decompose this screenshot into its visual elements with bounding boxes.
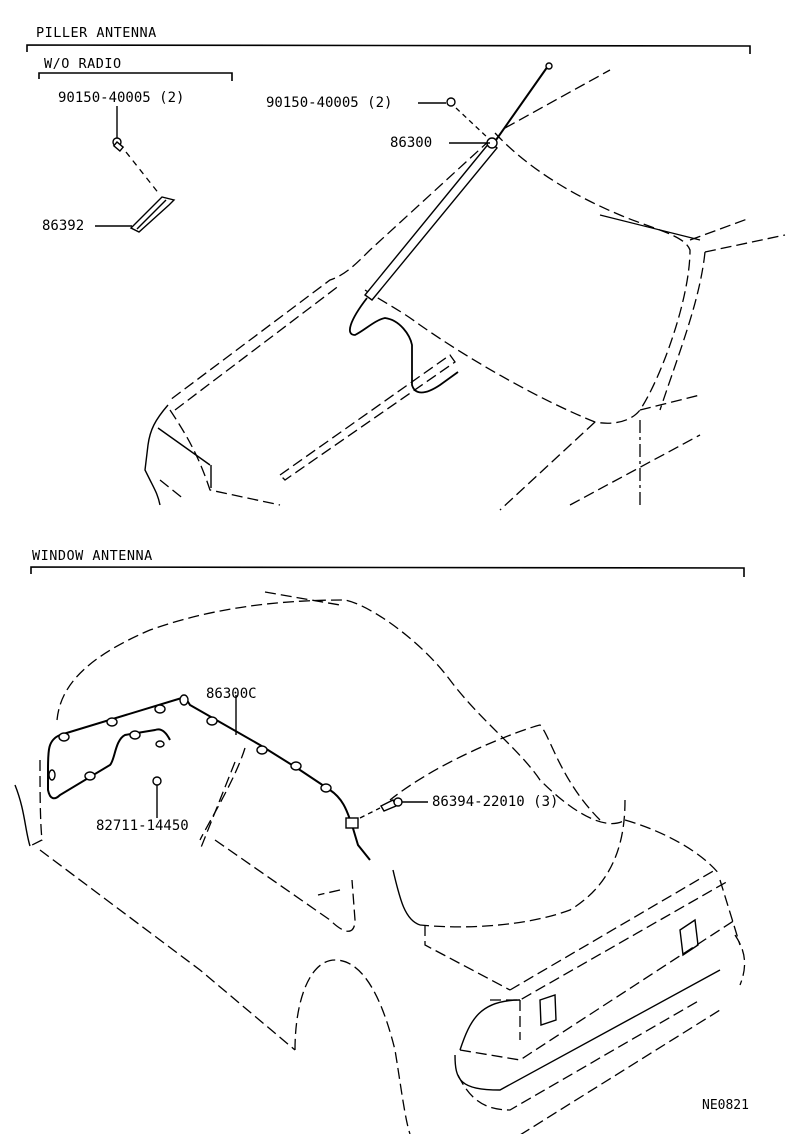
window-car-body [14, 591, 746, 1134]
callout-screw-piller: 90150-40005 (2) [266, 95, 393, 111]
callout-clamp: 82711-14450 [96, 818, 189, 834]
piller-section-bracket [26, 44, 751, 54]
callout-screw-window: 86394-22010 (3) [432, 794, 559, 810]
window-antenna-86300c-icon [47, 694, 371, 861]
callout-piller-antenna-assy: 86300 [390, 135, 433, 151]
piller-car-body [144, 69, 786, 511]
wo-radio-bracket [38, 72, 233, 81]
piller-antenna-section-title: PILLER ANTENNA [36, 25, 157, 41]
clamp-82711-icon [152, 776, 162, 818]
wo-radio-subsection-title: W/O RADIO [44, 56, 122, 72]
callout-antenna-cover: 86392 [42, 218, 85, 234]
piller-antenna-86300-icon [349, 62, 553, 394]
antenna-cover-86392-icon [95, 196, 176, 233]
drawing-code: NE0821 [702, 1098, 749, 1113]
window-section-bracket [30, 566, 745, 577]
window-antenna-section-title: WINDOW ANTENNA [32, 548, 153, 564]
callout-window-antenna-assy: 86300C [206, 686, 257, 702]
screw-icon-piller [418, 97, 489, 139]
callout-screw-wo-radio: 90150-40005 (2) [58, 90, 185, 106]
screw-icon-window [359, 797, 428, 819]
screw-icon-wo-radio [112, 106, 161, 196]
